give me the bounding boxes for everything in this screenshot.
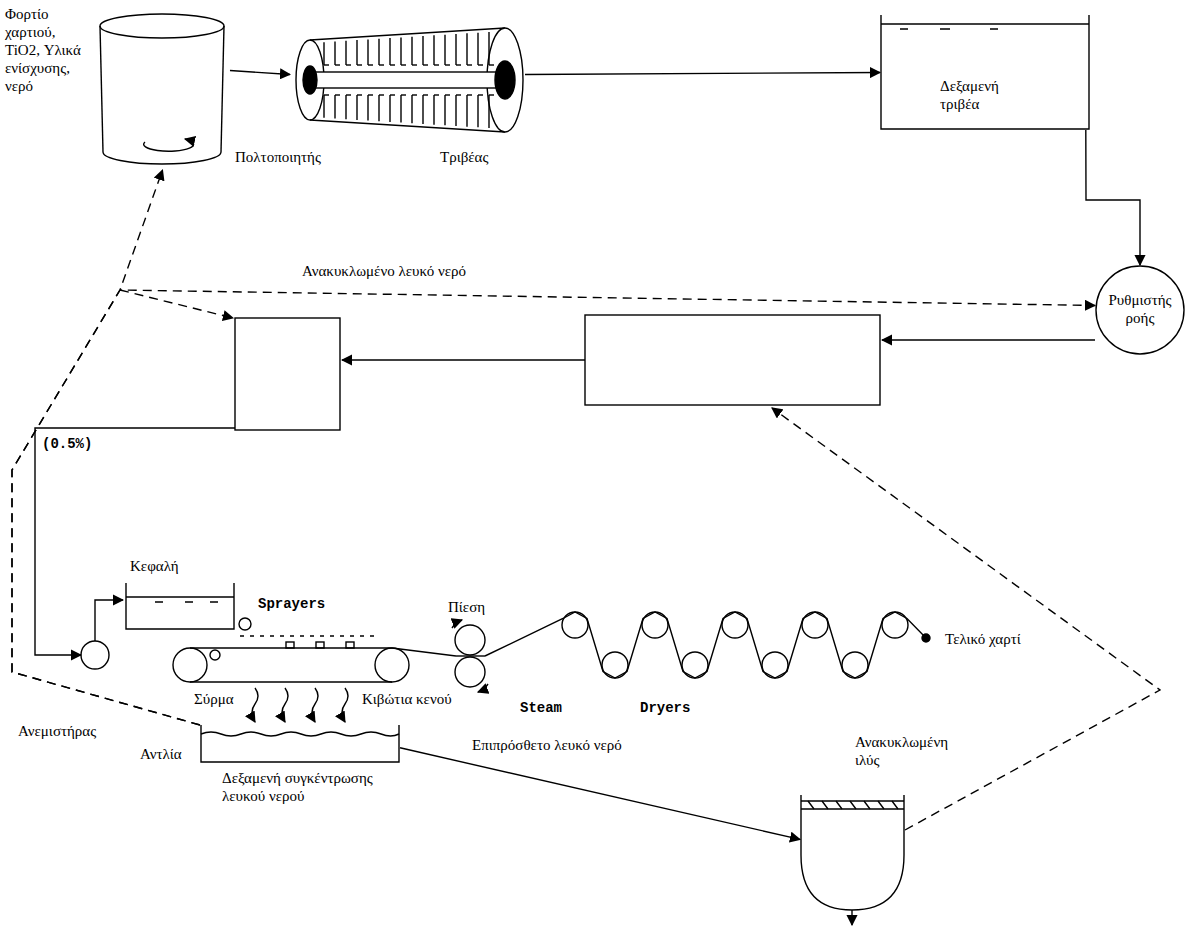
part-label: Dryers	[640, 700, 690, 717]
press-roll	[455, 657, 485, 687]
steam-dryers	[456, 612, 926, 678]
consistency-value: (0.5%)	[42, 436, 92, 453]
rotation-arrow	[452, 620, 462, 628]
spray-line	[240, 635, 380, 636]
flow-connector	[525, 73, 880, 75]
flow-connector	[400, 748, 800, 840]
wire-roll	[375, 648, 409, 682]
white-water-tank: Δεξαμενή συγκέντρωσης λευκού νερού	[200, 725, 400, 763]
part-label: Πίεση	[448, 598, 485, 616]
input-note: Φορτίο χαρτιού, TiO2, Υλικά ενίσχυσης, ν…	[5, 5, 85, 95]
flow-connector	[230, 71, 290, 75]
press-roll	[455, 625, 485, 655]
pulper-drum: Πολτοποιητής	[95, 12, 230, 170]
node-outline	[800, 795, 905, 915]
edge-label: Επιπρόσθετο λευκό νερό	[470, 736, 624, 754]
node-label: Ανακυκλωμένη ιλύς	[855, 733, 955, 769]
recycle-line	[120, 290, 233, 318]
refiner: Τριβέας	[290, 25, 525, 135]
clarifier: Ανακυκλωμένη ιλύς	[800, 795, 905, 915]
node-label: Δεξαμενή συγκέντρωσης λευκού νερού	[222, 769, 387, 805]
rotation-arrow	[478, 684, 488, 692]
node-label: Πολτοποιητής	[235, 148, 321, 166]
vacuum-box	[286, 642, 294, 648]
empty-box	[585, 315, 880, 405]
part-label: Sprayers	[258, 596, 325, 613]
sprayer	[239, 618, 251, 630]
part-label: Κιβώτια κενού	[362, 690, 452, 708]
empty-box	[235, 318, 340, 430]
node-outline	[290, 25, 525, 135]
node-outline	[125, 583, 235, 630]
recycle-line	[772, 408, 1160, 830]
node-label: Κεφαλή	[130, 557, 179, 575]
part-label: Steam	[520, 700, 562, 717]
part-label: Ανεμιστήρας	[18, 722, 96, 740]
flow-regulator: Ρυθμιστής ροής	[1095, 265, 1185, 355]
wire-roll	[210, 650, 220, 660]
flow-line	[35, 428, 235, 655]
headbox: Κεφαλή	[125, 583, 235, 630]
node-outline	[880, 15, 1090, 130]
refiner-tank: Δεξαμενή τριβέα	[880, 15, 1090, 130]
part-label: Σύρμα	[194, 690, 234, 708]
output-label: Τελικό χαρτί	[945, 630, 1021, 648]
vacuum-box	[316, 642, 324, 648]
flow-line	[95, 600, 123, 641]
flow-connector	[1086, 130, 1140, 265]
flow-arrow	[342, 359, 585, 360]
flow-connector	[12, 170, 200, 725]
node-label: Ρυθμιστής ροής	[1100, 291, 1180, 327]
end-dot	[922, 634, 930, 642]
wire-roll	[173, 648, 207, 682]
wire-belt	[190, 681, 392, 682]
node-outline	[200, 725, 400, 763]
edge-label: Ανακυκλωμένο λευκό νερό	[300, 262, 468, 280]
node-outline	[95, 12, 230, 170]
paper-sheet	[392, 648, 456, 656]
flow-arrow	[882, 339, 1095, 340]
part-label: Αντλία	[140, 745, 182, 763]
node-label: Τριβέας	[440, 148, 488, 166]
fan-pump	[81, 641, 109, 669]
node-label: Δεξαμενή τριβέα	[940, 77, 1032, 113]
drain-arrows	[252, 688, 348, 722]
vacuum-box	[346, 642, 354, 648]
flow-connector	[12, 290, 1095, 725]
